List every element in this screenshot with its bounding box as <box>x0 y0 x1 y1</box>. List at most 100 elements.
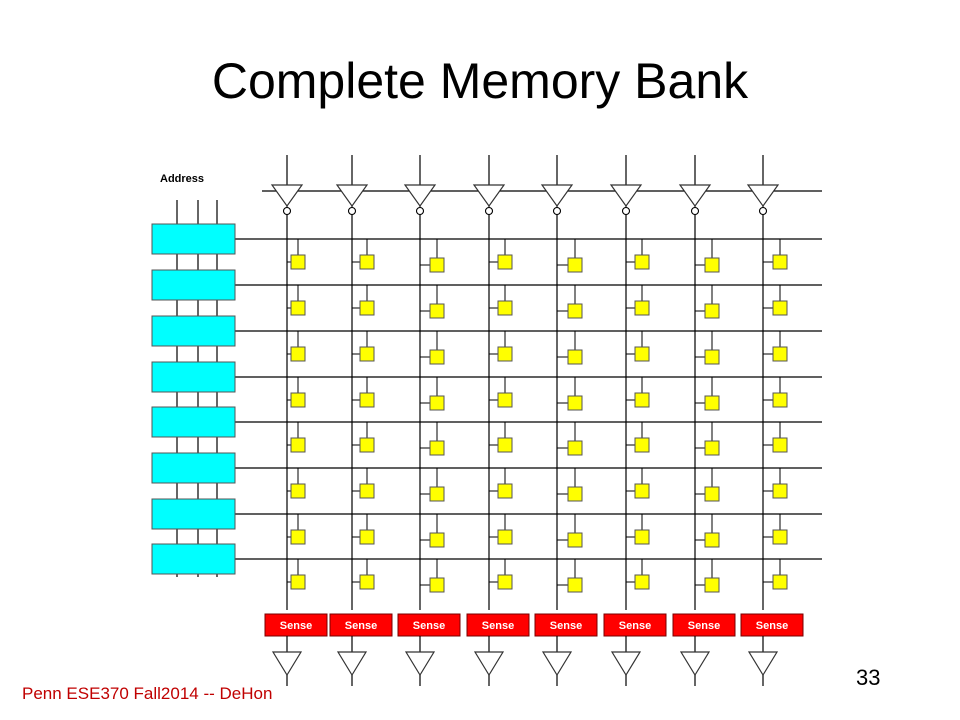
memory-cell <box>772 346 788 362</box>
memory-cell <box>290 300 306 316</box>
memory-cell <box>704 577 720 593</box>
output-buffer-icon <box>271 651 303 677</box>
memory-cell <box>359 300 375 316</box>
row-decoder-block <box>151 498 236 530</box>
inverter-bubble-icon <box>484 206 494 216</box>
memory-cell <box>497 254 513 270</box>
memory-cell <box>772 529 788 545</box>
inverter-bubble-icon <box>347 206 357 216</box>
memory-cell <box>704 440 720 456</box>
memory-cell <box>497 574 513 590</box>
memory-cell <box>634 346 650 362</box>
input-buffer-icon <box>746 184 780 208</box>
memory-cell <box>290 437 306 453</box>
input-buffer-icon <box>472 184 506 208</box>
memory-cell <box>634 574 650 590</box>
input-buffer-icon <box>609 184 643 208</box>
memory-cell <box>567 532 583 548</box>
sense-label: Sense <box>550 620 582 632</box>
memory-cell <box>772 437 788 453</box>
memory-cell <box>634 483 650 499</box>
sense-label: Sense <box>280 620 312 632</box>
memory-cell <box>429 257 445 273</box>
row-decoder-block <box>151 315 236 347</box>
memory-cell <box>429 532 445 548</box>
memory-cell <box>290 574 306 590</box>
output-buffer-icon <box>336 651 368 677</box>
memory-cell <box>567 303 583 319</box>
memory-cell <box>429 440 445 456</box>
memory-cell <box>704 532 720 548</box>
input-buffer-icon <box>540 184 574 208</box>
memory-cell <box>567 486 583 502</box>
memory-cell <box>704 303 720 319</box>
output-buffer-icon <box>610 651 642 677</box>
memory-cell <box>634 392 650 408</box>
input-buffer-icon <box>270 184 304 208</box>
memory-cell <box>772 483 788 499</box>
memory-cell <box>290 392 306 408</box>
memory-cell <box>704 349 720 365</box>
inverter-bubble-icon <box>282 206 292 216</box>
memory-cell <box>772 300 788 316</box>
inverter-bubble-icon <box>552 206 562 216</box>
inverter-bubble-icon <box>690 206 700 216</box>
memory-cell <box>290 483 306 499</box>
sense-amplifier <box>466 613 530 637</box>
sense-amplifier <box>264 613 328 637</box>
output-buffer-icon <box>541 651 573 677</box>
memory-cell <box>772 392 788 408</box>
memory-cell <box>429 349 445 365</box>
memory-cell <box>359 392 375 408</box>
memory-cell <box>772 254 788 270</box>
memory-cell <box>359 529 375 545</box>
row-decoder-block <box>151 543 236 575</box>
sense-amplifier <box>329 613 393 637</box>
memory-cell <box>567 257 583 273</box>
output-buffer-icon <box>679 651 711 677</box>
output-buffer-icon <box>473 651 505 677</box>
sense-label: Sense <box>482 620 514 632</box>
sense-amplifier <box>603 613 667 637</box>
sense-amplifier <box>740 613 804 637</box>
memory-cell <box>359 437 375 453</box>
memory-cell <box>429 303 445 319</box>
input-buffer-icon <box>678 184 712 208</box>
inverter-bubble-icon <box>621 206 631 216</box>
output-buffer-icon <box>404 651 436 677</box>
memory-cell <box>634 437 650 453</box>
sense-amplifier <box>672 613 736 637</box>
memory-cell <box>772 574 788 590</box>
memory-cell <box>497 300 513 316</box>
row-decoder-block <box>151 269 236 301</box>
page-number: 33 <box>856 665 881 690</box>
memory-cell <box>567 440 583 456</box>
slide-title: Complete Memory Bank <box>211 53 749 109</box>
row-decoder-block <box>151 223 236 255</box>
address-label: Address <box>160 173 204 185</box>
memory-cell <box>290 346 306 362</box>
memory-cell <box>359 254 375 270</box>
sense-label: Sense <box>756 620 788 632</box>
sense-amplifier <box>534 613 598 637</box>
inverter-bubble-icon <box>758 206 768 216</box>
input-buffer-icon <box>403 184 437 208</box>
memory-cell <box>567 577 583 593</box>
row-decoder-block <box>151 452 236 484</box>
memory-cell <box>704 486 720 502</box>
input-buffer-icon <box>335 184 369 208</box>
sense-label: Sense <box>413 620 445 632</box>
sense-label: Sense <box>345 620 377 632</box>
memory-cell <box>290 529 306 545</box>
memory-cell <box>429 395 445 411</box>
memory-cell <box>359 483 375 499</box>
memory-cell <box>704 395 720 411</box>
memory-cell <box>290 254 306 270</box>
footer-text: Penn ESE370 Fall2014 -- DeHon <box>22 684 273 703</box>
memory-cell <box>359 346 375 362</box>
memory-cell <box>634 529 650 545</box>
memory-cell <box>567 395 583 411</box>
row-decoder-block <box>151 406 236 438</box>
memory-cell <box>497 437 513 453</box>
